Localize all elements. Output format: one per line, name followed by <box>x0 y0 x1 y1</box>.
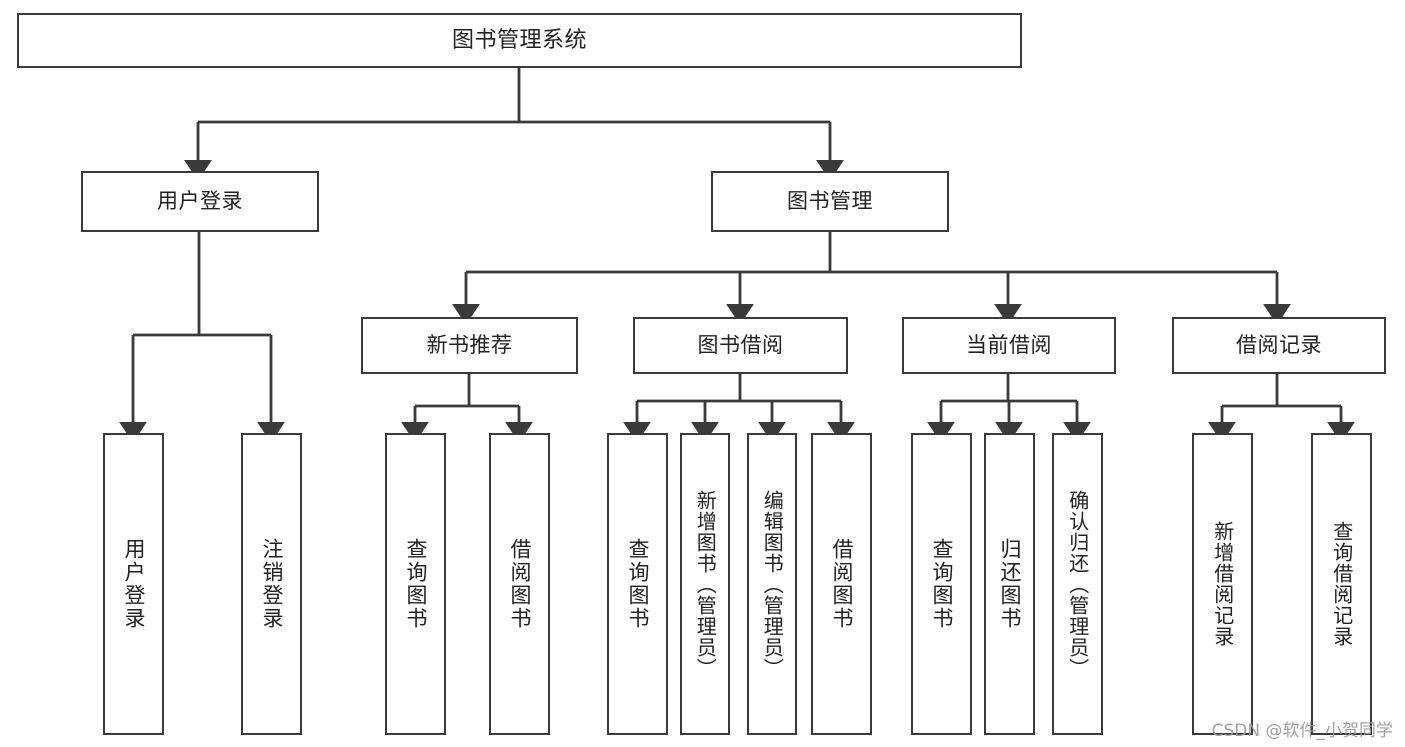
node-label: 查询图书 <box>929 538 954 630</box>
node-label: 图书管理系统 <box>451 27 587 53</box>
node-book-management[interactable]: 图书管理 <box>711 171 949 232</box>
leaf-new-book-borrow[interactable]: 借阅图书 <box>489 433 550 735</box>
leaf-book-borrow-query[interactable]: 查询图书 <box>607 433 668 735</box>
node-label: 新增借阅记录 <box>1210 521 1235 647</box>
leaf-book-borrow-edit[interactable]: 编辑图书（管理员） <box>747 433 797 735</box>
node-label: 用户登录 <box>157 189 243 214</box>
leaf-current-borrow-confirm-return[interactable]: 确认归还（管理员） <box>1052 433 1103 735</box>
leaf-borrow-record-query[interactable]: 查询借阅记录 <box>1311 433 1372 735</box>
node-label: 图书管理 <box>787 189 873 214</box>
node-label: 查询借阅记录 <box>1329 521 1354 647</box>
node-label: 借阅图书 <box>507 538 532 630</box>
leaf-user-login-login[interactable]: 用户登录 <box>103 433 164 735</box>
leaf-current-borrow-query[interactable]: 查询图书 <box>911 433 972 735</box>
node-label: 新书推荐 <box>426 333 513 358</box>
node-book-borrow[interactable]: 图书借阅 <box>633 317 848 374</box>
node-label: 新增图书（管理员） <box>693 489 718 679</box>
node-label: 归还图书 <box>997 538 1022 630</box>
leaf-book-borrow-borrow[interactable]: 借阅图书 <box>811 433 872 735</box>
node-label: 图书借阅 <box>697 333 784 358</box>
node-label: 确认归还（管理员） <box>1065 489 1090 679</box>
node-label: 借阅记录 <box>1236 333 1322 358</box>
leaf-user-login-logout[interactable]: 注销登录 <box>241 433 302 735</box>
leaf-book-borrow-add[interactable]: 新增图书（管理员） <box>680 433 730 735</box>
node-borrow-record[interactable]: 借阅记录 <box>1172 317 1386 374</box>
node-new-book-recommend[interactable]: 新书推荐 <box>361 317 578 374</box>
leaf-borrow-record-add[interactable]: 新增借阅记录 <box>1192 433 1253 735</box>
node-label: 查询图书 <box>403 538 428 630</box>
node-label: 查询图书 <box>625 538 650 630</box>
node-user-login[interactable]: 用户登录 <box>81 171 319 232</box>
node-label: 注销登录 <box>259 538 284 630</box>
leaf-new-book-query[interactable]: 查询图书 <box>385 433 446 735</box>
watermark-text: CSDN @软件_小贺同学 <box>1211 721 1393 741</box>
node-label: 借阅图书 <box>829 538 854 630</box>
node-current-borrow[interactable]: 当前借阅 <box>902 317 1116 374</box>
leaf-current-borrow-return[interactable]: 归还图书 <box>984 433 1035 735</box>
node-label: 编辑图书（管理员） <box>760 489 785 679</box>
node-root[interactable]: 图书管理系统 <box>17 13 1022 68</box>
node-label: 用户登录 <box>121 538 146 630</box>
node-label: 当前借阅 <box>966 333 1052 358</box>
